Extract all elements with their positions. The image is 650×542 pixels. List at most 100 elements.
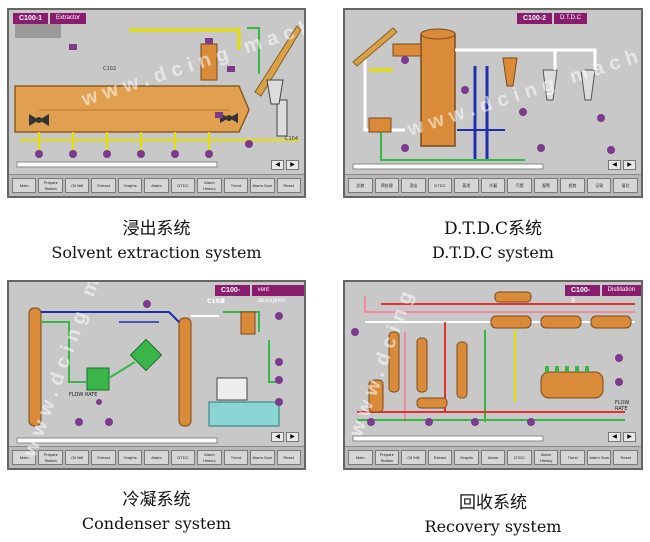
green-line — [380, 130, 525, 161]
nav-trend-button[interactable]: Trend — [223, 178, 249, 193]
cooling-line — [41, 321, 87, 383]
stripper-valves — [545, 366, 589, 372]
nav-dtdc-button[interactable]: DTDC — [170, 178, 196, 193]
cooler-tank — [368, 117, 392, 133]
nav-graphs-button[interactable]: Graphs — [117, 178, 143, 193]
panel-tag: C100-3 Distillation — [565, 285, 641, 305]
cyclone-1 — [502, 57, 518, 87]
nav-alarm-button[interactable]: Alarm — [144, 450, 169, 465]
nav-dtdc-button[interactable]: DTDC — [427, 178, 453, 193]
progress-bar — [16, 161, 218, 168]
cyclone — [266, 79, 284, 105]
nav-extract-button[interactable]: 浸出 — [401, 178, 426, 193]
nav-extract-button[interactable]: Extract — [427, 450, 453, 465]
caption-en-recovery: Recovery system — [424, 517, 562, 536]
nav-alarm-sum-button[interactable]: Alarm Sum — [586, 450, 612, 465]
nav-main-button[interactable]: Main — [348, 450, 373, 465]
nav-alarm-button[interactable]: Alarm — [480, 450, 506, 465]
progress-bar — [352, 435, 544, 442]
nav-dtdc-button[interactable]: DTDC — [507, 450, 532, 465]
nav-alarm-history-button[interactable]: Alarm History — [533, 450, 559, 465]
nav-trend-button[interactable]: 趋势 — [560, 178, 585, 193]
nav-reset-button[interactable]: Reset — [613, 450, 639, 465]
caption-cn-extraction: 浸出系统 — [122, 219, 191, 239]
nav-reset-button[interactable]: Reset — [276, 450, 301, 465]
nav-graphs-button[interactable]: Graphs — [117, 450, 143, 465]
prev-page-button[interactable]: ◀ — [608, 160, 621, 170]
nav-oilmill-button[interactable]: Oil Mill — [64, 450, 90, 465]
feed-chute — [392, 43, 422, 57]
nav-evap-button[interactable]: 蒸发 — [454, 178, 479, 193]
panel-id: C100-2 — [517, 13, 552, 24]
hmi-screen: C100-2 D.T.D.C ◀ ▶ — [345, 10, 641, 174]
panel-condenser: C100-4 vent absorption C102 FLOW RATE ◀ … — [7, 280, 306, 470]
nav-main-button[interactable]: Main — [12, 450, 37, 465]
nav-reset-button[interactable]: Reset — [276, 178, 301, 193]
extractor-label: C102 — [103, 66, 117, 72]
nav-alarm-button[interactable]: 报警 — [533, 178, 559, 193]
nav-alarm-history-button[interactable]: Alarm History — [197, 450, 222, 465]
flow-rate-label: FLOW RATE — [69, 392, 98, 398]
nav-oilmill-button[interactable]: Oil Mill — [401, 450, 426, 465]
panel-dtdc: C100-2 D.T.D.C ◀ ▶ 总貌 预处理 浸出 DTDC 蒸发 冷凝 … — [343, 8, 643, 198]
next-page-button[interactable]: ▶ — [623, 160, 636, 170]
nav-dtdc-button[interactable]: DTDC — [170, 450, 196, 465]
nav-main-button[interactable]: Main — [12, 178, 37, 193]
hmi-screen: C100-3 Distillation FLOW RATE ◀ ▶ — [345, 282, 641, 446]
panel-title: D.T.D.C — [553, 13, 587, 24]
nav-alarm-history-button[interactable]: Alarm History — [197, 178, 222, 193]
hmi-screen: C100-4 vent absorption C102 FLOW RATE ◀ … — [9, 282, 304, 446]
caption-en-dtdc: D.T.D.C system — [432, 243, 554, 262]
evaporators — [368, 331, 468, 413]
nav-alarm-sum-button[interactable]: Alarm Sum — [250, 178, 275, 193]
nav-bar: 总貌 预处理 浸出 DTDC 蒸发 冷凝 汽提 报警 趋势 记录 复位 — [345, 174, 641, 196]
extractor-body — [14, 85, 250, 133]
nav-graphs-button[interactable]: Graphs — [454, 450, 479, 465]
caption-cn-dtdc: D.T.D.C系统 — [443, 219, 543, 239]
column-left — [28, 307, 42, 427]
next-page-button[interactable]: ▶ — [286, 160, 299, 170]
nav-overview-button[interactable]: 总貌 — [348, 178, 373, 193]
nav-strip-button[interactable]: 汽提 — [507, 178, 532, 193]
prev-page-button[interactable]: ◀ — [271, 432, 284, 442]
nav-condense-button[interactable]: 冷凝 — [480, 178, 506, 193]
nav-prepare-button[interactable]: Prepare Station — [374, 450, 400, 465]
nav-reset-button[interactable]: 复位 — [613, 178, 639, 193]
page-arrows: ◀ ▶ — [608, 432, 636, 442]
motors — [401, 56, 615, 154]
nav-trend-button[interactable]: Trend — [560, 450, 585, 465]
panel-id: C100-3 — [565, 285, 600, 305]
nav-trend-button[interactable]: Trend — [223, 450, 249, 465]
nav-pretreat-button[interactable]: 预处理 — [374, 178, 400, 193]
pump-row — [35, 140, 253, 158]
panel-tag: C100-1 Extractor — [13, 13, 86, 24]
feed-pipe — [129, 28, 241, 50]
nav-bar: Main Prepare Station Oil Mill Extract Gr… — [9, 174, 304, 196]
condensers — [490, 291, 632, 329]
nav-extract-button[interactable]: Extract — [91, 450, 116, 465]
nav-record-button[interactable]: 记录 — [586, 178, 612, 193]
prev-page-button[interactable]: ◀ — [271, 160, 284, 170]
next-page-button[interactable]: ▶ — [623, 432, 636, 442]
dtdc-tower — [420, 33, 456, 147]
nav-oilmill-button[interactable]: Oil Mill — [64, 178, 90, 193]
top-motors — [69, 38, 235, 118]
flow-rate-label: FLOW RATE — [615, 400, 630, 412]
nav-alarm-button[interactable]: Alarm — [144, 178, 169, 193]
blue-line — [41, 311, 180, 323]
nav-alarm-sum-button[interactable]: Alarm Sum — [250, 450, 275, 465]
green-pipe — [247, 27, 260, 74]
panel-tag: C100-2 D.T.D.C — [517, 13, 587, 24]
panel-distillation: C100-3 Distillation FLOW RATE ◀ ▶ Main P… — [343, 280, 643, 470]
next-page-button[interactable]: ▶ — [286, 432, 299, 442]
progress-bar — [16, 437, 218, 444]
cyclone-3 — [580, 69, 596, 101]
nav-prepare-button[interactable]: Prepare Station — [38, 178, 63, 193]
exchanger-2 — [86, 367, 110, 391]
nav-extract-button[interactable]: Extract — [91, 178, 116, 193]
vapor-tank — [216, 377, 248, 401]
vapor-pipe-2 — [555, 48, 597, 70]
caption-en-extraction: Solvent extraction system — [51, 243, 262, 262]
nav-prepare-button[interactable]: Prepare Station — [38, 450, 63, 465]
prev-page-button[interactable]: ◀ — [608, 432, 621, 442]
